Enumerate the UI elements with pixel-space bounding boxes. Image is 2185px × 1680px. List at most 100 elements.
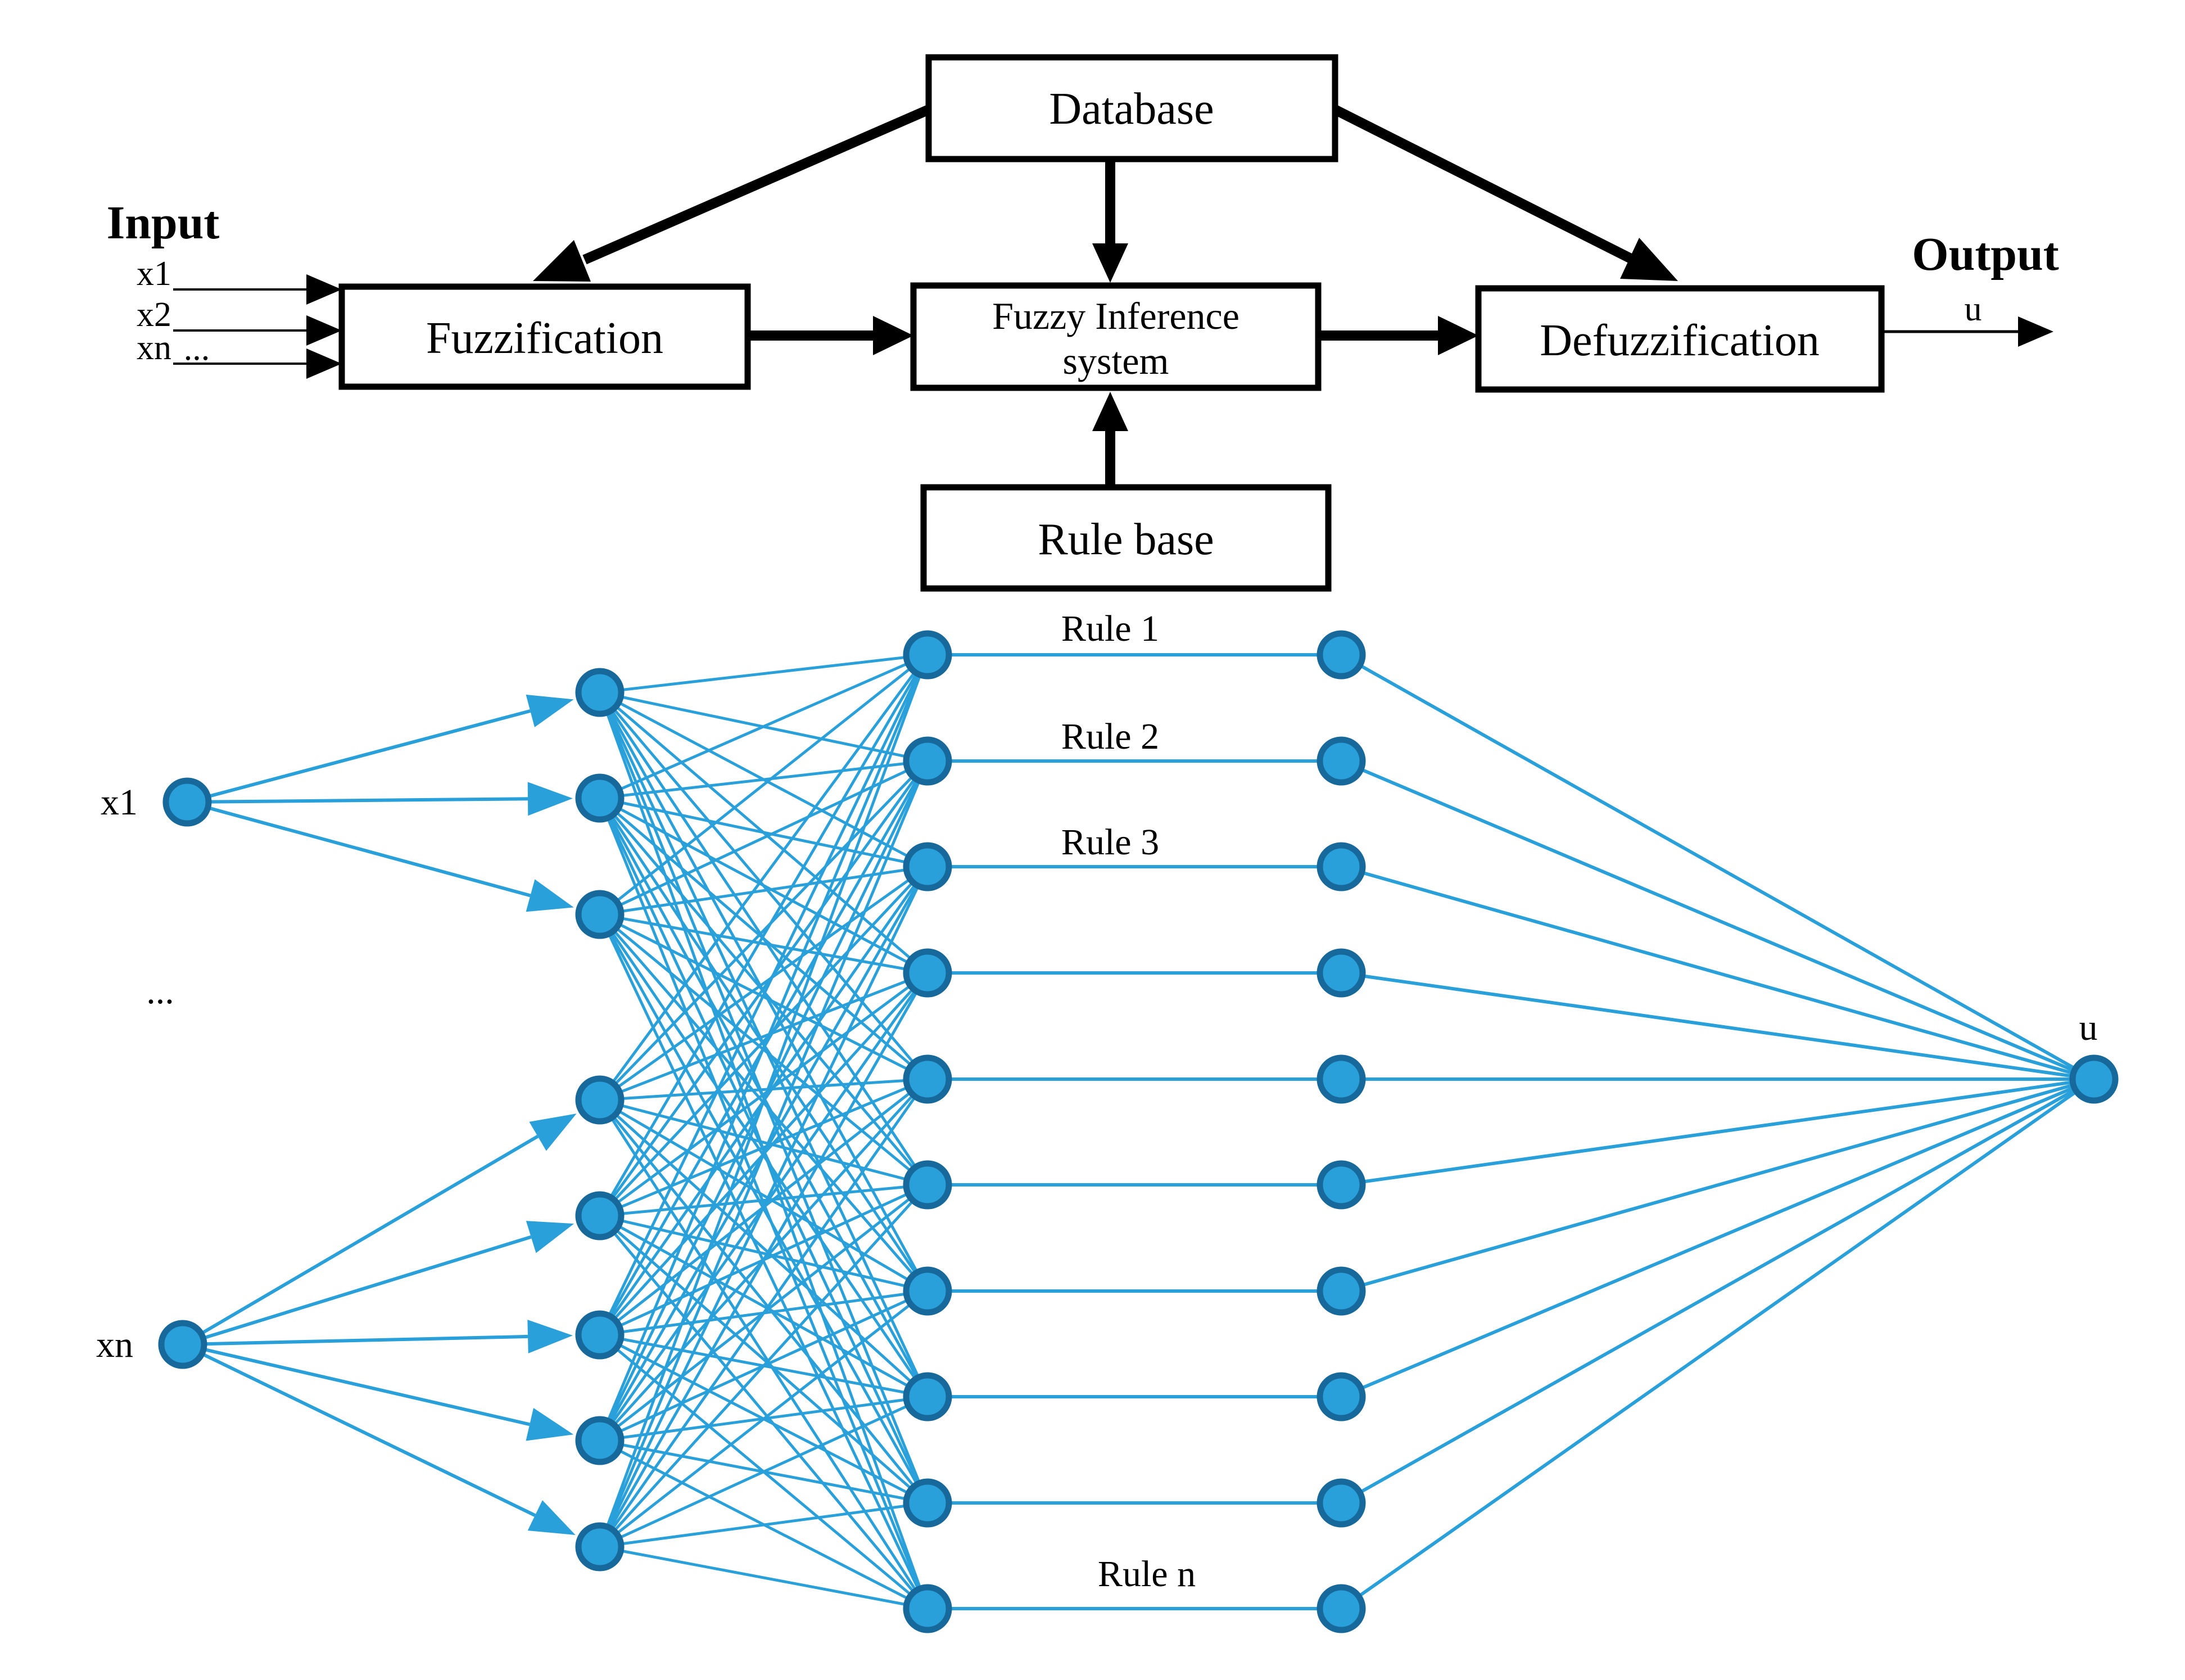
rule-label: Rule 1 (1061, 608, 1159, 649)
arrowhead-icon (527, 782, 573, 816)
edge-membership-to-rule (599, 653, 929, 800)
edge-membership-to-rule (599, 1545, 928, 1610)
edge-membership-to-rule (599, 1290, 929, 1548)
edge-norm-to-output (1340, 759, 2095, 1081)
edge-membership-to-rule (599, 1099, 929, 1504)
input-row-x2: x2 (137, 296, 342, 346)
membership-node (575, 1522, 625, 1572)
input-node (158, 1320, 207, 1369)
norm-node (1317, 948, 1366, 998)
membership-node (575, 1310, 625, 1360)
rule-label: Rule 3 (1061, 822, 1159, 863)
edge-membership-to-rule (599, 654, 929, 916)
arrowhead-icon (306, 348, 342, 379)
edge-membership-to-rule (598, 760, 929, 1547)
input-dots: ... (146, 971, 174, 1012)
edge-input-to-membership (182, 1235, 532, 1346)
rule-node (903, 1478, 952, 1528)
edge-membership-to-rule (598, 1099, 929, 1610)
edge-membership-to-rule (599, 1395, 929, 1548)
input-row-label: x2 (137, 296, 171, 334)
edge-membership-to-rule (599, 866, 929, 1217)
arrowhead-icon (527, 1319, 573, 1353)
box-defuzzification: Defuzzification (1475, 285, 1885, 393)
output-u-label: u (1965, 290, 1982, 328)
edge-membership-to-rule (598, 654, 929, 1441)
box-database-label: Database (1049, 84, 1214, 134)
output-node (2069, 1054, 2119, 1104)
rule-node (903, 1266, 952, 1316)
edge-membership-to-rule (599, 1214, 928, 1293)
norm-node (1317, 630, 1366, 680)
edge-input-to-membership (187, 800, 531, 898)
arrowhead-icon (306, 315, 342, 346)
edge-input-to-membership (182, 1343, 530, 1427)
rule-node (903, 736, 952, 786)
edge-norm-to-output (1341, 971, 2094, 1081)
edge-membership-to-rule (599, 1215, 929, 1504)
arrowhead-icon (306, 274, 342, 305)
box-database: Database (925, 54, 1338, 162)
edge-input-to-membership (182, 1135, 539, 1346)
rule-node (903, 630, 952, 680)
arrow-database-to-defuzzification (1332, 105, 1678, 281)
input-dots: ... (184, 329, 210, 368)
box-fuzzification: Fuzzification (338, 283, 751, 390)
arrow-database-to-fis (1092, 159, 1128, 283)
edge-membership-to-rule (599, 1184, 929, 1548)
arrowhead-icon (526, 1408, 574, 1441)
edge-membership-to-rule (598, 866, 929, 1548)
rule-node (903, 1372, 952, 1421)
arrowhead-icon (529, 1113, 577, 1151)
input-row-xn: xn (137, 329, 342, 379)
norm-node (1317, 1372, 1366, 1421)
rule-label: Rule 2 (1061, 716, 1159, 757)
norm-node (1317, 736, 1366, 786)
edge-membership-to-rule (599, 760, 929, 1101)
edge-norm-to-output (1341, 1077, 2094, 1187)
edge-membership-to-rule (598, 972, 929, 1548)
edge-membership-to-rule (599, 1077, 928, 1102)
edge-membership-to-rule (599, 1077, 928, 1217)
edge-membership-to-rule (599, 1098, 929, 1293)
norm-node (1317, 842, 1366, 891)
input-row-x1: x1 (137, 255, 342, 305)
rule-label: Rule n (1098, 1554, 1196, 1595)
edge-membership-to-rule (599, 1501, 928, 1548)
box-fis-label-line1: Fuzzy Inference (992, 295, 1239, 337)
edge-input-to-membership (182, 1343, 536, 1517)
rule-node (903, 1160, 952, 1210)
input-row-label: x1 (137, 255, 171, 293)
input-node-label: xn (96, 1324, 133, 1365)
rule-node (903, 1054, 952, 1104)
edge-membership-to-rule (599, 1098, 928, 1187)
arrowhead-icon (526, 1221, 574, 1253)
edge-norm-to-output (1340, 1077, 2095, 1398)
arrow-defuzzification-to-output (1881, 316, 2053, 347)
edge-norm-to-output (1341, 865, 2094, 1081)
norm-node (1317, 1054, 1366, 1104)
arrow-fis-to-defuzzification (1318, 316, 1478, 355)
input-row-label: xn (137, 329, 171, 367)
box-defuzzification-label: Defuzzification (1540, 316, 1820, 365)
edge-input-to-membership (182, 1334, 528, 1346)
arrow-fuzzification-to-fis (748, 316, 913, 355)
output-node-label: u (2079, 1007, 2098, 1048)
box-fis-label-line2: system (1063, 339, 1169, 382)
edge-membership-to-rule (599, 653, 928, 694)
edge-membership-to-rule (598, 760, 929, 1217)
edge-membership-to-rule (599, 1183, 928, 1217)
edge-norm-to-output (1340, 1077, 2095, 1505)
arrowhead-icon (527, 1500, 576, 1536)
membership-node (575, 773, 625, 823)
rule-node (903, 842, 952, 891)
edge-input-to-membership (187, 797, 528, 804)
edge-membership-to-rule (598, 1078, 929, 1548)
edge-norm-to-output (1340, 1077, 2095, 1610)
edge-input-to-membership (187, 709, 531, 804)
membership-node (575, 1191, 625, 1240)
input-node (162, 777, 212, 827)
norm-node (1317, 1266, 1366, 1316)
